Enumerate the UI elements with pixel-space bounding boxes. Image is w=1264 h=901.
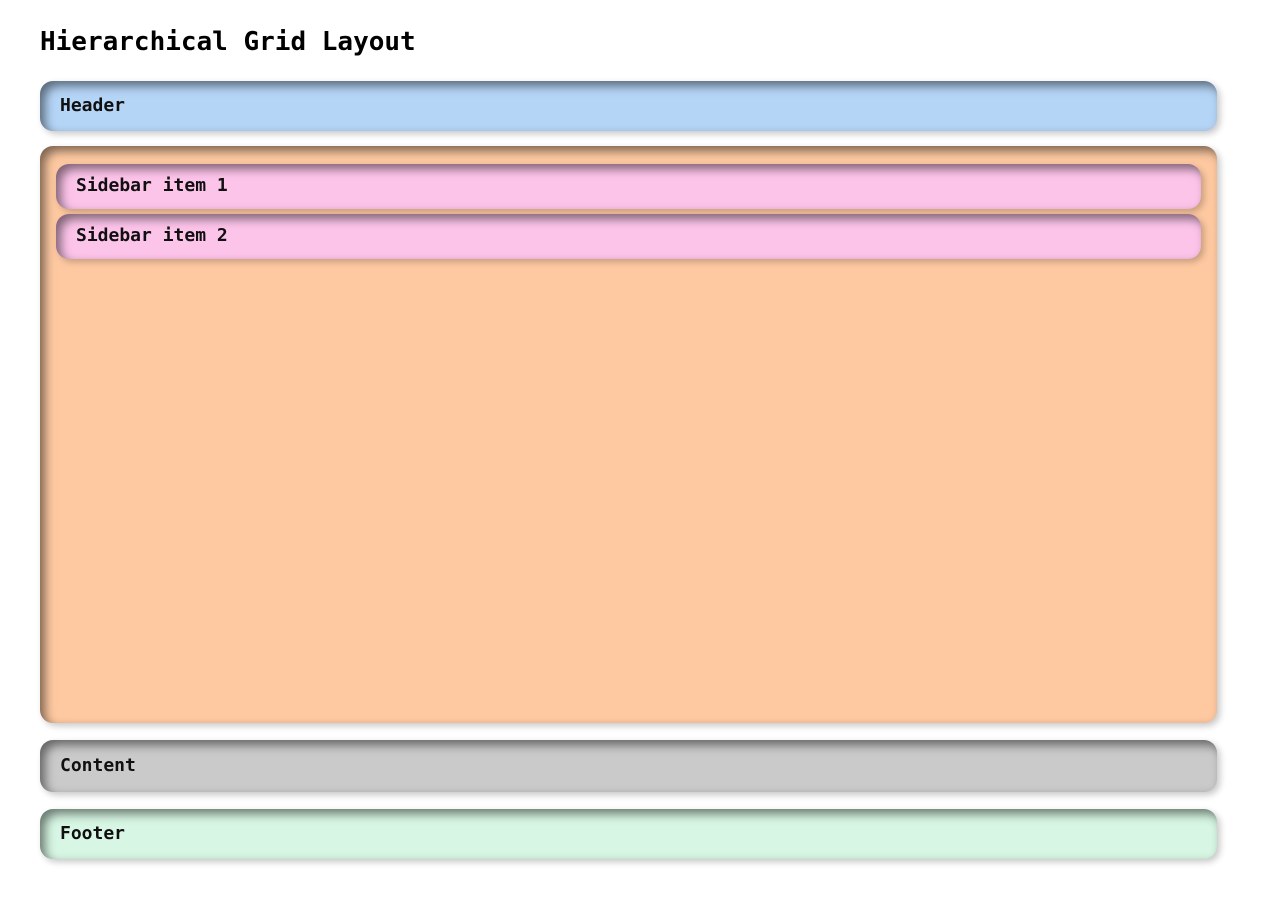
- header-label: Header: [60, 94, 126, 116]
- sidebar-item-1[interactable]: Sidebar item 1: [56, 164, 1201, 209]
- page-title: Hierarchical Grid Layout: [40, 27, 416, 57]
- sidebar-item-2[interactable]: Sidebar item 2: [56, 214, 1201, 259]
- content-label: Content: [60, 754, 136, 776]
- footer-label: Footer: [60, 822, 126, 844]
- content-bar: Content: [40, 740, 1217, 792]
- footer-bar: Footer: [40, 809, 1217, 859]
- page: Hierarchical Grid Layout Header Sidebar …: [40, 27, 1217, 859]
- sidebar-item-2-label: Sidebar item 2: [76, 225, 228, 246]
- sidebar-item-1-label: Sidebar item 1: [76, 175, 228, 196]
- sidebar-container: Sidebar item 1 Sidebar item 2: [40, 146, 1217, 723]
- header-bar: Header: [40, 81, 1217, 131]
